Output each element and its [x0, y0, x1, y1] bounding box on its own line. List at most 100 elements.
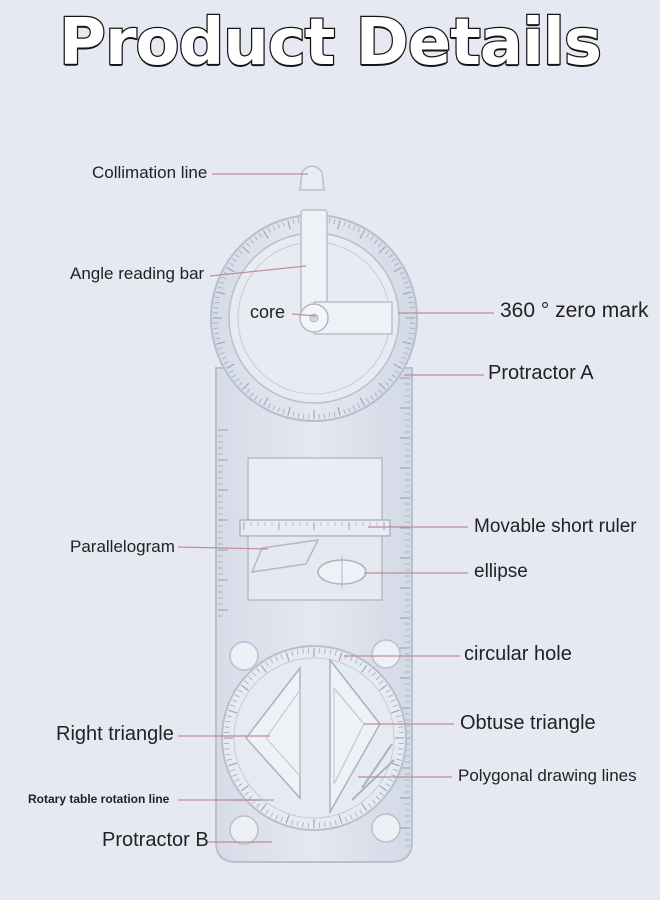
leader-lines: [177, 173, 494, 843]
protractor-b-tick: [296, 649, 299, 655]
protractor-a-tick: [226, 267, 235, 273]
label-movable-short-ruler: Movable short ruler: [474, 516, 637, 537]
protractor-a-tick: [359, 230, 365, 239]
label-zero-mark: 360 ° zero mark: [500, 299, 649, 322]
circular-hole-right: [371, 639, 401, 669]
protractor-a-tick: [282, 409, 285, 415]
protractor-a-tick: [337, 406, 341, 416]
protractor-a-tick: [399, 361, 405, 365]
protractor-b-tick: [248, 676, 253, 681]
protractor-b-tick: [230, 768, 236, 772]
label-angle-reading-bar: Angle reading bar: [70, 264, 205, 283]
protractor-b-tick: [329, 821, 332, 827]
protractor-a-tick: [407, 337, 413, 340]
protractor-a-tick: [242, 382, 250, 390]
protractor-a-tick: [408, 332, 414, 335]
protractor-a-tick: [402, 341, 412, 345]
protractor-a-tick: [352, 405, 356, 411]
protractor-b-tick: [390, 762, 400, 767]
protractor-a-tick: [216, 341, 226, 345]
protractor-b-tick: [285, 652, 290, 662]
protractor-a-tick: [348, 223, 351, 229]
leader-parallelogram: [177, 546, 269, 550]
protractor-b-tick: [354, 812, 358, 818]
protractor-a-tick: [258, 233, 263, 238]
label-rotary-table-rotation-line: Rotary table rotation line: [28, 792, 170, 806]
label-parallelogram: Parallelogram: [70, 537, 175, 556]
protractor-a-tick: [323, 413, 325, 419]
protractor-a-tick: [232, 258, 237, 262]
protractor-a-tick: [235, 378, 240, 382]
protractor-a-tick: [385, 250, 390, 255]
protractor-a-tick: [343, 409, 346, 415]
protractor-b-tick: [291, 820, 294, 826]
label-polygonal-drawing-lines: Polygonal drawing lines: [458, 766, 637, 785]
protractor-a-tick: [388, 254, 393, 258]
protractor-a-tick: [216, 291, 226, 295]
protractor-b-tick: [338, 814, 343, 824]
label-right-triangle: Right triangle: [56, 723, 174, 745]
protractor-b-tick: [291, 650, 294, 656]
protractor-b-tick: [354, 658, 358, 664]
label-ellipse: ellipse: [474, 561, 528, 582]
protractor-a-tick: [217, 347, 223, 350]
protractor-b-tick: [398, 748, 404, 750]
protractor-b-tick: [270, 658, 274, 664]
protractor-b-tick: [334, 650, 337, 656]
protractor-b-tick: [349, 656, 353, 662]
protractor-b-tick: [334, 820, 337, 826]
protractor-b-ring-line: [233, 657, 395, 819]
protractor-a-tick: [343, 221, 346, 227]
protractor-b-tick: [390, 709, 400, 714]
protractor-a-tick: [297, 218, 300, 224]
protractor-a-tick: [214, 301, 220, 304]
label-obtuse-triangle: Obtuse triangle: [460, 712, 596, 734]
protractor-a-tick: [357, 227, 361, 233]
protractor-a-tick: [258, 398, 263, 403]
protractor-a-tick: [388, 378, 393, 382]
upper-window: [247, 457, 383, 525]
protractor-b-tick: [324, 648, 326, 654]
protractor-a-tick: [391, 258, 396, 262]
protractor-a-tick: [365, 233, 370, 238]
protractor-a-tick: [292, 411, 295, 417]
protractor-b-tick: [296, 821, 299, 827]
protractor-b-tick: [228, 709, 238, 714]
protractor-a-tick: [374, 392, 378, 397]
obtuse-triangle-inner: [333, 686, 365, 785]
protractor-b-tick: [280, 816, 284, 822]
protractor-a-tick: [394, 262, 399, 267]
label-protractor-b: Protractor B: [102, 829, 209, 851]
protractor-a-tick: [246, 242, 251, 247]
protractor-b-tick: [344, 816, 348, 822]
protractor-b-tick: [361, 664, 368, 673]
protractor-b-tick: [226, 715, 232, 718]
protractor-b-tick: [265, 809, 269, 815]
protractor-b-tick: [379, 785, 388, 792]
protractor-a-tick: [328, 412, 331, 418]
protractor-b-tick: [367, 668, 372, 673]
protractor-b-tick: [256, 803, 261, 808]
protractor-a-tick: [267, 227, 271, 233]
protractor-b-tick: [397, 720, 403, 723]
page-title: Product Details: [58, 5, 603, 82]
protractor-a-tick: [232, 374, 237, 378]
protractor-b-tick: [234, 694, 240, 698]
protractor-b-tick: [226, 758, 232, 761]
protractor-b-tick: [225, 720, 231, 723]
protractor-a-tick: [277, 407, 280, 413]
protractor-a-tick: [263, 230, 269, 239]
protractor-b-tick: [237, 689, 243, 693]
protractor-b-tick: [396, 758, 402, 761]
protractor-a-tick: [357, 403, 361, 409]
protractor-a-tick: [401, 276, 407, 280]
protractor-a-tick: [246, 389, 251, 394]
protractor-a-tick: [408, 301, 414, 304]
protractor-b-tick: [302, 822, 304, 828]
protractor-b-tick: [232, 773, 238, 777]
protractor-b-tick: [230, 704, 236, 708]
protractor-b-tick: [375, 795, 380, 800]
protractor-a-tick: [223, 361, 229, 365]
protractor-b-tick: [248, 795, 253, 800]
